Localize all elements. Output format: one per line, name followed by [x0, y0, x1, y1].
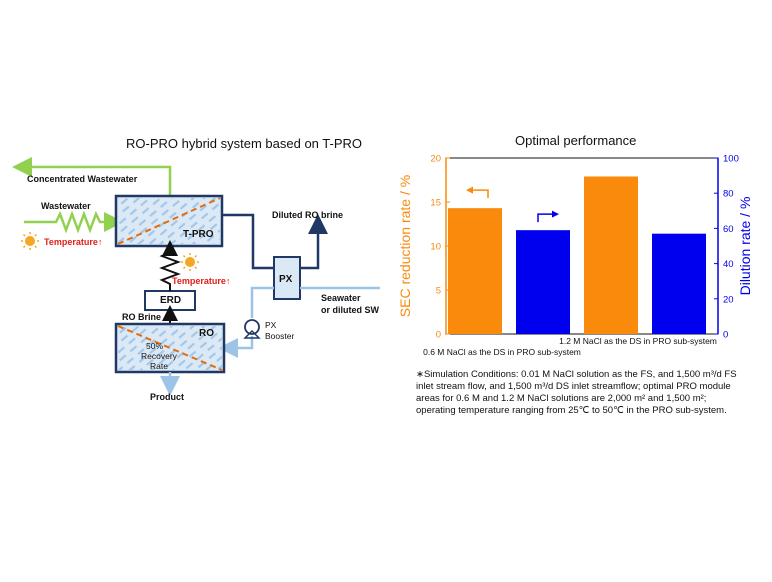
right-tick-label: 20 — [723, 294, 734, 305]
bar-dilution — [652, 233, 706, 334]
sec-axis-pointer — [472, 189, 489, 199]
left-axis-label: SEC reduction rate / % — [397, 175, 413, 317]
chart-title: Optimal performance — [515, 133, 637, 148]
right-tick-label: 80 — [723, 189, 734, 200]
right-tick-label: 40 — [723, 259, 734, 270]
diluted-ro-brine-label: Diluted RO brine — [272, 210, 344, 220]
erd-label: ERD — [160, 295, 182, 306]
concentrated-wastewater-label: Concentrated Wastewater — [27, 174, 138, 184]
px-booster-label: PX — [265, 320, 277, 330]
navy-line-px-to-diluted-brine — [298, 214, 328, 270]
ro-brine-label: RO Brine — [122, 312, 162, 322]
bar-dilution — [516, 230, 570, 334]
wastewater-label: Wastewater — [41, 201, 91, 211]
sec-axis-pointer-head — [466, 186, 473, 194]
px-label: PX — [279, 274, 293, 285]
temperature-label-left: Temperature↑ — [44, 237, 103, 247]
right-tick-label: 60 — [723, 224, 734, 235]
left-diagram: RO-PRO hybrid system based on T-PRO — [12, 136, 380, 402]
dilution-axis-pointer-head — [552, 210, 559, 218]
category-label: 0.6 M NaCl as the DS in PRO sub-system — [423, 347, 581, 357]
wastewater-inlet-line — [24, 210, 124, 234]
ro-membrane — [117, 325, 223, 371]
ro-label: RO — [199, 328, 214, 339]
left-tick-label: 20 — [430, 154, 441, 165]
seawater-label: Seawater — [321, 293, 361, 303]
recovery-rate-label-line2: Recovery — [141, 351, 177, 361]
diagram-title: RO-PRO hybrid system based on T-PRO — [126, 136, 363, 151]
left-tick-label: 15 — [430, 198, 441, 209]
right-axis-label: Dilution rate / % — [737, 197, 753, 296]
bar-sec-reduction — [448, 208, 502, 334]
erd-to-tpro-line — [159, 240, 181, 291]
sun-icon — [21, 232, 39, 250]
px-box — [273, 256, 301, 300]
simulation-conditions-footnote: ∗Simulation Conditions: 0.01 M NaCl solu… — [416, 369, 737, 416]
temperature-label-mid: Temperature↑ — [172, 276, 231, 286]
booster-to-ro-line — [218, 336, 254, 358]
px-booster-label-line2: Booster — [265, 331, 295, 341]
concentrated-wastewater-line — [12, 157, 172, 196]
seawater-bypass-line — [250, 286, 274, 318]
recovery-rate-label-line3: Rate — [150, 361, 168, 371]
sun-icon — [181, 253, 199, 271]
process-flow-diagram — [12, 157, 380, 396]
product-label: Product — [150, 392, 185, 402]
left-tick-label: 0 — [436, 330, 441, 341]
seawater-label-line2: or diluted SW — [321, 305, 379, 315]
px-booster-pump-icon — [243, 319, 261, 339]
left-tick-label: 10 — [430, 242, 441, 253]
left-tick-label: 5 — [436, 286, 441, 297]
bar-sec-reduction — [584, 176, 638, 334]
category-label: 1.2 M NaCl as the DS in PRO sub-system — [559, 336, 717, 346]
right-tick-label: 100 — [723, 154, 739, 165]
right-tick-label: 0 — [723, 330, 728, 341]
t-pro-label: T-PRO — [183, 229, 214, 240]
t-pro-membrane — [117, 197, 221, 245]
dilution-axis-pointer — [537, 213, 553, 223]
recovery-rate-label: 50% — [146, 341, 164, 351]
navy-line-tpro-to-px — [222, 213, 276, 270]
